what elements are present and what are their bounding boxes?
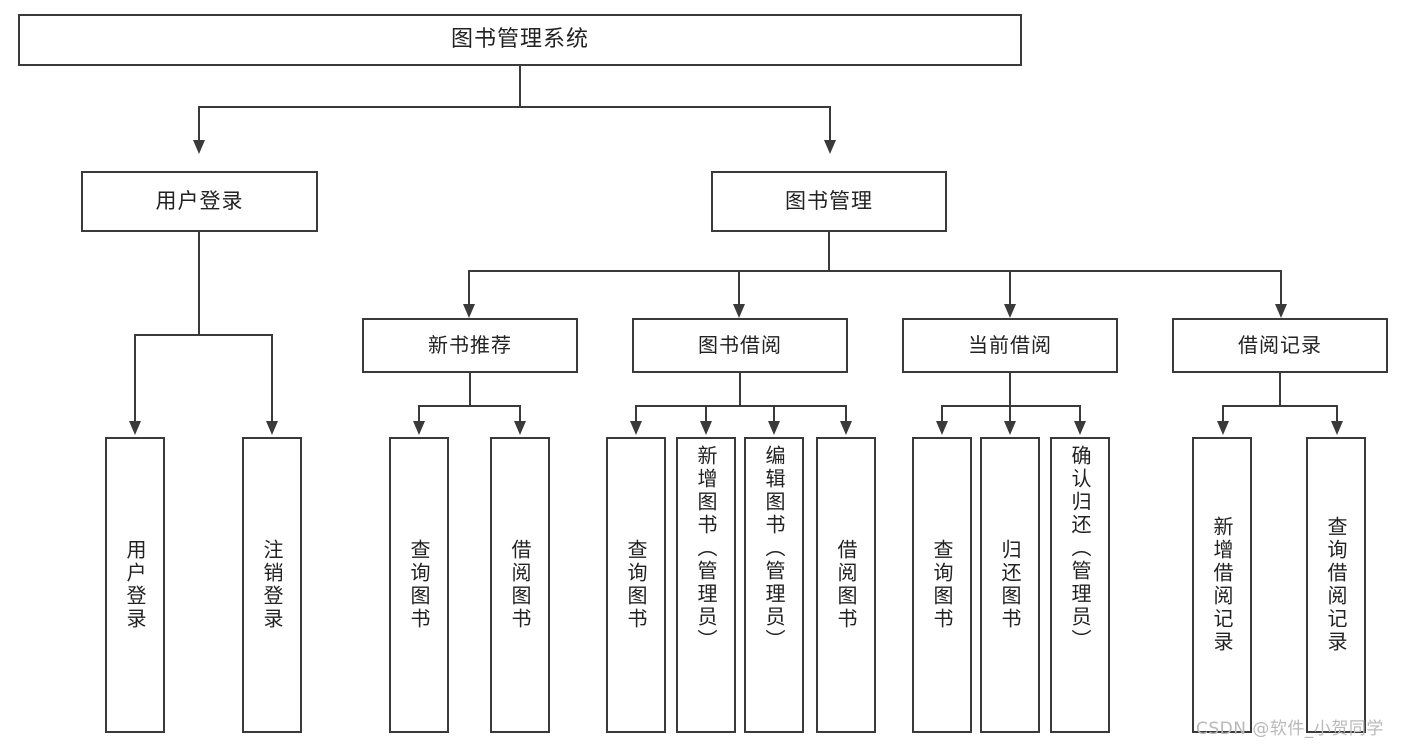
arrowhead-new-book-leaf1: [413, 421, 425, 435]
leaf-query-borrow-record[interactable]: 查询借阅记录: [1306, 437, 1366, 733]
node-book-management[interactable]: 图书管理: [711, 171, 947, 232]
leaf-query-book-current[interactable]: 查询图书: [912, 437, 972, 733]
connector-user-login-stem: [198, 232, 200, 335]
leaf-query-borrow-record-label: 查询借阅记录: [1324, 516, 1348, 654]
connector-borrow-record-leaf2: [1336, 405, 1338, 423]
node-root-system[interactable]: 图书管理系统: [18, 14, 1022, 66]
arrowhead-book-borrow-leaf4: [840, 421, 852, 435]
connector-to-current-borrow: [1009, 270, 1011, 306]
leaf-borrow-book-label: 借阅图书: [834, 539, 858, 631]
connector-current-borrow-leaf1: [941, 405, 943, 423]
leaf-add-book-admin-label: 新增图书（管理员）: [694, 445, 718, 652]
connector-book-borrow-leaf4: [845, 405, 847, 423]
arrowhead-book-borrow-leaf3: [768, 421, 780, 435]
arrowhead-borrow-record: [1275, 304, 1287, 318]
leaf-return-book[interactable]: 归还图书: [980, 437, 1040, 733]
connector-current-borrow-bus: [941, 405, 1081, 407]
connector-root-stem: [519, 66, 521, 107]
arrowhead-current-borrow-leaf1: [936, 421, 948, 435]
leaf-add-book-admin[interactable]: 新增图书（管理员）: [676, 437, 736, 733]
leaf-confirm-return-admin[interactable]: 确认归还（管理员）: [1050, 437, 1110, 733]
connector-borrow-record-leaf1: [1222, 405, 1224, 423]
connector-book-borrow-leaf2: [705, 405, 707, 423]
connector-user-login-bus: [134, 334, 273, 336]
leaf-user-login-label: 用户登录: [123, 539, 147, 631]
connector-root-to-user-login: [198, 106, 200, 142]
connector-book-mgmt-bus: [468, 270, 1282, 272]
connector-root-to-book-mgmt: [829, 106, 831, 142]
leaf-query-book-new-label: 查询图书: [407, 539, 431, 631]
connector-book-borrow-stem: [739, 373, 741, 406]
connector-borrow-record-bus: [1222, 405, 1338, 407]
connector-to-new-book: [468, 270, 470, 306]
leaf-query-book-borrow-label: 查询图书: [624, 539, 648, 631]
connector-new-book-leaf1: [418, 405, 420, 423]
connector-user-login-leaf2: [271, 334, 273, 423]
connector-new-book-bus: [418, 405, 521, 407]
connector-book-borrow-leaf1: [635, 405, 637, 423]
arrowhead-current-borrow-leaf3: [1074, 421, 1086, 435]
connector-current-borrow-stem: [1009, 373, 1011, 406]
arrowhead-book-borrow-leaf1: [630, 421, 642, 435]
arrowhead-new-book-leaf2: [514, 421, 526, 435]
leaf-query-book-new[interactable]: 查询图书: [389, 437, 449, 733]
connector-to-book-borrow: [738, 270, 740, 306]
arrowhead-current-borrow: [1004, 304, 1016, 318]
arrowhead-user-login: [193, 140, 205, 154]
node-borrow-record[interactable]: 借阅记录: [1172, 318, 1388, 373]
leaf-edit-book-admin[interactable]: 编辑图书（管理员）: [744, 437, 804, 733]
node-new-book-recommend[interactable]: 新书推荐: [362, 318, 578, 373]
leaf-borrow-book-new-label: 借阅图书: [508, 539, 532, 631]
connector-book-borrow-bus: [635, 405, 846, 407]
leaf-logout-label: 注销登录: [260, 539, 284, 631]
connector-borrow-record-stem: [1279, 373, 1281, 406]
leaf-add-borrow-record-label: 新增借阅记录: [1210, 516, 1234, 654]
connector-root-bus: [198, 106, 831, 108]
arrowhead-user-login-leaf1: [129, 421, 141, 435]
arrowhead-current-borrow-leaf2: [1004, 421, 1016, 435]
leaf-query-book-borrow[interactable]: 查询图书: [606, 437, 666, 733]
leaf-logout[interactable]: 注销登录: [242, 437, 302, 733]
arrowhead-new-book: [463, 304, 475, 318]
leaf-query-book-current-label: 查询图书: [930, 539, 954, 631]
connector-new-book-stem: [469, 373, 471, 406]
leaf-confirm-return-admin-label: 确认归还（管理员）: [1068, 445, 1092, 652]
leaf-edit-book-admin-label: 编辑图书（管理员）: [762, 445, 786, 652]
leaf-user-login[interactable]: 用户登录: [105, 437, 165, 733]
connector-new-book-leaf2: [519, 405, 521, 423]
leaf-add-borrow-record[interactable]: 新增借阅记录: [1192, 437, 1252, 733]
arrowhead-borrow-record-leaf1: [1217, 421, 1229, 435]
arrowhead-book-borrow-leaf2: [700, 421, 712, 435]
connector-to-borrow-record: [1280, 270, 1282, 306]
connector-user-login-leaf1: [134, 334, 136, 423]
node-current-borrow[interactable]: 当前借阅: [902, 318, 1118, 373]
leaf-return-book-label: 归还图书: [998, 539, 1022, 631]
arrowhead-borrow-record-leaf2: [1331, 421, 1343, 435]
node-user-login[interactable]: 用户登录: [81, 171, 318, 232]
leaf-borrow-book[interactable]: 借阅图书: [816, 437, 876, 733]
node-book-borrow[interactable]: 图书借阅: [632, 318, 848, 373]
arrowhead-book-mgmt: [824, 140, 836, 154]
arrowhead-user-login-leaf2: [266, 421, 278, 435]
leaf-borrow-book-new[interactable]: 借阅图书: [490, 437, 550, 733]
connector-current-borrow-leaf2: [1009, 405, 1011, 423]
connector-book-borrow-leaf3: [773, 405, 775, 423]
connector-current-borrow-leaf3: [1079, 405, 1081, 423]
connector-book-mgmt-stem: [828, 232, 830, 271]
arrowhead-book-borrow: [733, 304, 745, 318]
